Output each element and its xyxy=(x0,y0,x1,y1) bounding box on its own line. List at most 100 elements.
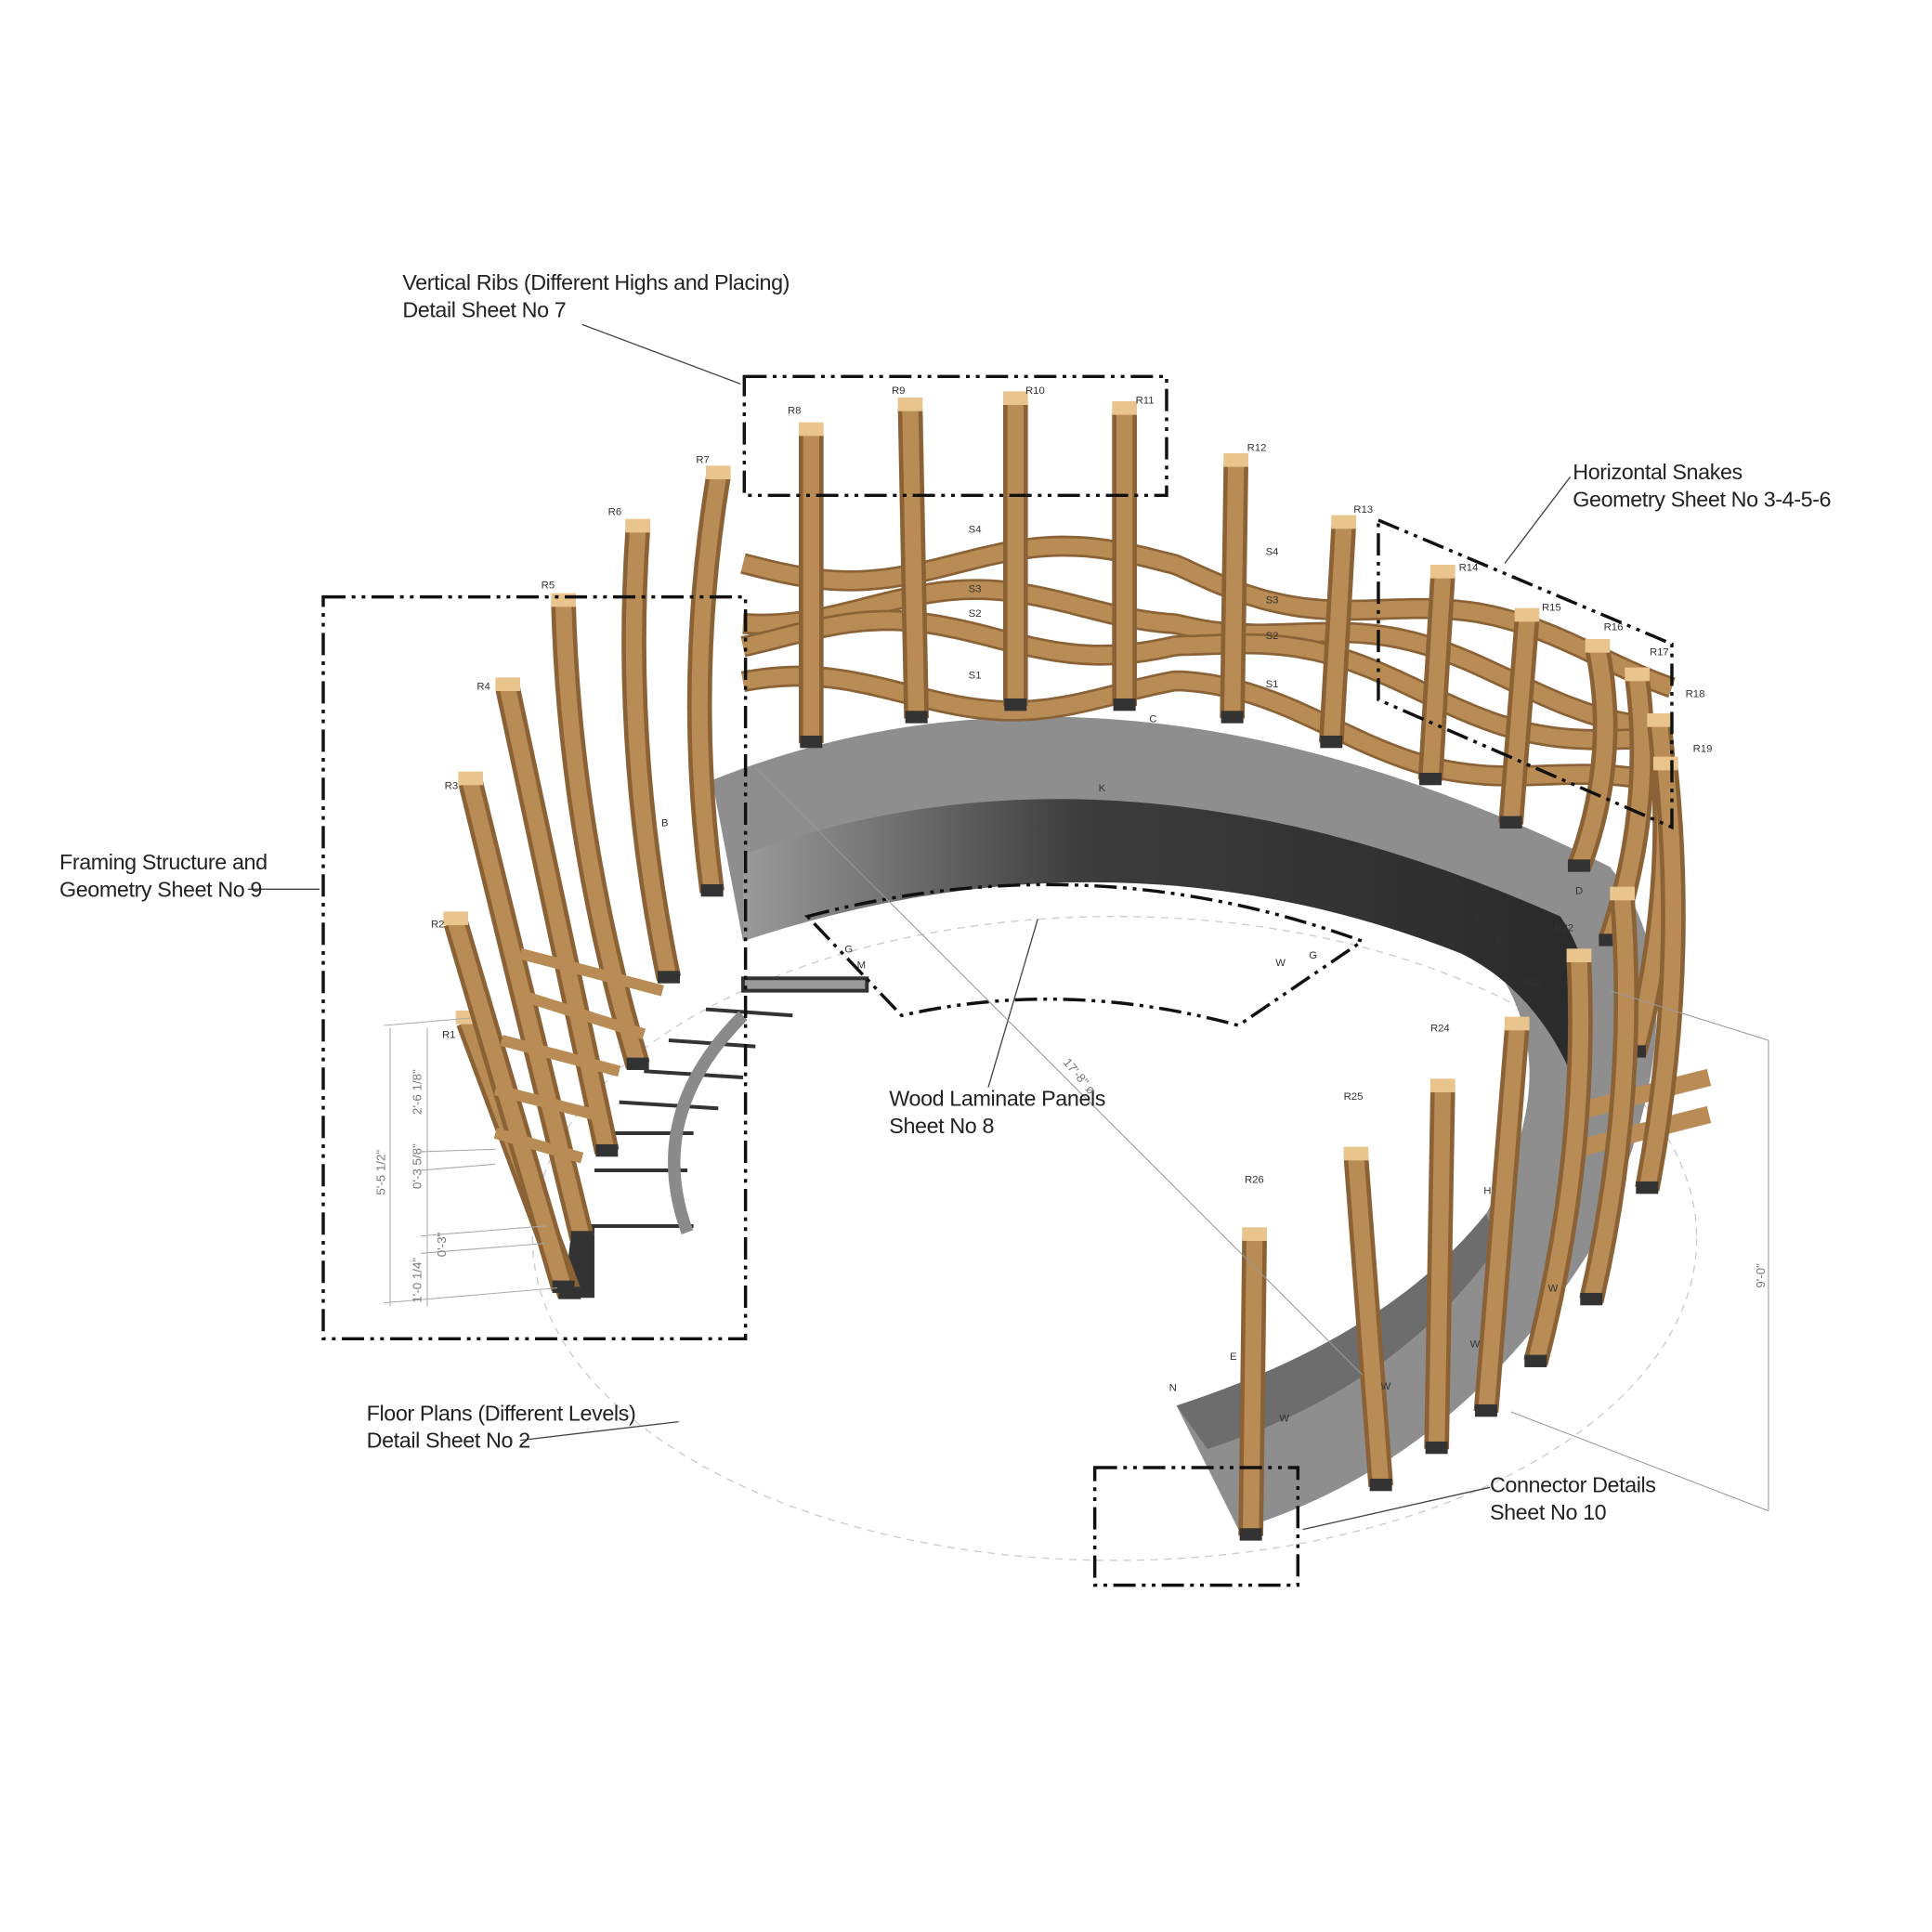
rib-cap xyxy=(1610,886,1635,901)
rib-cap xyxy=(495,677,520,691)
rib-face xyxy=(1583,896,1635,1302)
rib-label: R23 xyxy=(1523,977,1543,988)
floor-plan-outline xyxy=(531,915,1698,1561)
connector xyxy=(905,711,928,724)
rib-label: R18 xyxy=(1686,689,1705,700)
height-dimensions-left xyxy=(384,1017,558,1307)
panel-letter: W xyxy=(1548,1284,1559,1295)
rib-label: R3 xyxy=(445,780,458,791)
rib-cap xyxy=(551,593,576,607)
svg-text:1'-0 1/4": 1'-0 1/4" xyxy=(410,1258,424,1303)
rib-label: R12 xyxy=(1247,442,1267,453)
rib-cap xyxy=(458,771,483,786)
svg-text:Sheet No 8: Sheet No 8 xyxy=(889,1114,994,1138)
floorplan-callout-sheet: Detail Sheet No 2 xyxy=(367,1429,530,1453)
rib-label: R6 xyxy=(608,507,621,518)
rib-label: R16 xyxy=(1604,622,1624,633)
connector xyxy=(1418,772,1442,786)
panel-letter: W xyxy=(1470,1339,1481,1351)
svg-text:Geometry Sheet No 9: Geometry Sheet No 9 xyxy=(59,877,262,901)
svg-text:Wood Laminate Panels: Wood Laminate Panels xyxy=(889,1087,1105,1111)
connector xyxy=(1425,1441,1448,1455)
rib-cap xyxy=(897,397,923,411)
rib-cap xyxy=(1112,400,1137,415)
svg-text:Connector Details: Connector Details xyxy=(1490,1473,1656,1497)
rib-cap xyxy=(1585,638,1611,653)
panel-letter: H xyxy=(1483,1185,1491,1196)
rib-label: R14 xyxy=(1459,563,1479,574)
framing-callout-sheet: Geometry Sheet No 9 xyxy=(59,877,262,901)
svg-text:0'-3": 0'-3" xyxy=(435,1232,449,1257)
rib-label: R2 xyxy=(431,920,444,931)
connector xyxy=(1524,1354,1547,1367)
framing-member xyxy=(524,991,646,1040)
panel-letter: W xyxy=(1381,1381,1391,1392)
rib-cap xyxy=(1514,607,1540,622)
framing-member xyxy=(518,947,664,997)
rib-cap xyxy=(1429,564,1456,579)
connector xyxy=(1636,1181,1659,1194)
rib-face xyxy=(1422,575,1451,781)
connector xyxy=(1369,1478,1392,1492)
rib-face xyxy=(1323,526,1352,744)
snake-label: S1 xyxy=(1266,679,1279,690)
rib-face xyxy=(1223,463,1245,719)
rib-label: R8 xyxy=(788,405,801,416)
rib-cap xyxy=(443,911,468,925)
ribs-callout-title: Vertical Ribs (Different Highs and Placi… xyxy=(402,270,790,294)
rib-cap xyxy=(1625,667,1650,682)
laminate-callout-sheet: Sheet No 8 xyxy=(889,1114,994,1138)
rib-cap xyxy=(1002,391,1028,405)
panel-letter: E xyxy=(1230,1351,1237,1363)
panel-letter: C xyxy=(1149,713,1156,724)
connector xyxy=(1320,735,1343,749)
svg-text:Framing Structure and: Framing Structure and xyxy=(59,850,268,874)
panel-letter: D xyxy=(1575,886,1583,897)
rib-face xyxy=(1571,648,1613,870)
connector-callout-sheet: Sheet No 10 xyxy=(1490,1500,1607,1524)
panel-letter: W xyxy=(1279,1414,1289,1425)
rib-cap xyxy=(1331,515,1356,529)
connector xyxy=(800,735,823,749)
rib-cap xyxy=(1223,452,1248,467)
svg-text:Detail Sheet No 2: Detail Sheet No 2 xyxy=(367,1429,530,1453)
panel-letter: M xyxy=(857,960,866,972)
connector xyxy=(570,1231,594,1244)
low-dimension: 0'-3" xyxy=(435,1232,449,1257)
connector xyxy=(1474,1403,1497,1417)
rib-label: R7 xyxy=(696,455,709,466)
connector xyxy=(626,1057,649,1070)
rib-face xyxy=(1348,1156,1390,1487)
rib-label: R17 xyxy=(1650,646,1669,658)
rib-face xyxy=(1428,1090,1451,1450)
rib-face xyxy=(625,529,677,981)
rib-label: R4 xyxy=(476,682,490,693)
snakes-leader xyxy=(1504,476,1572,565)
snake-label: S4 xyxy=(969,524,982,535)
snake-label: S2 xyxy=(1266,631,1279,642)
base-dimension: 1'-0 1/4" xyxy=(410,1258,424,1303)
rib-cap xyxy=(705,465,731,479)
rib-cap xyxy=(1343,1146,1369,1161)
diameter-line xyxy=(754,767,1364,1376)
rib-face xyxy=(463,780,591,1241)
rib-cap xyxy=(798,422,824,437)
panel-letter: W xyxy=(1275,958,1286,969)
svg-text:2'-6 1/8": 2'-6 1/8" xyxy=(410,1069,424,1115)
svg-text:5'-5 1/2": 5'-5 1/2" xyxy=(374,1150,388,1195)
rib-label: R25 xyxy=(1344,1091,1364,1103)
snake-label: S1 xyxy=(969,671,982,682)
panel-letter: G xyxy=(844,944,853,955)
snakes-callout-sheet: Geometry Sheet No 3-4-5-6 xyxy=(1573,487,1831,511)
rib-label: R1 xyxy=(442,1029,455,1040)
snakes-callout-title: Horizontal Snakes xyxy=(1573,460,1743,484)
connector xyxy=(1499,816,1522,829)
framing-detail-box xyxy=(321,594,748,1341)
panel-letter: K xyxy=(1099,783,1106,794)
rib-face xyxy=(555,604,646,1068)
total-height-dimension: 5'-5 1/2" xyxy=(374,1150,388,1195)
connector xyxy=(552,1280,575,1293)
framing-callout-title: Framing Structure and xyxy=(59,850,268,874)
